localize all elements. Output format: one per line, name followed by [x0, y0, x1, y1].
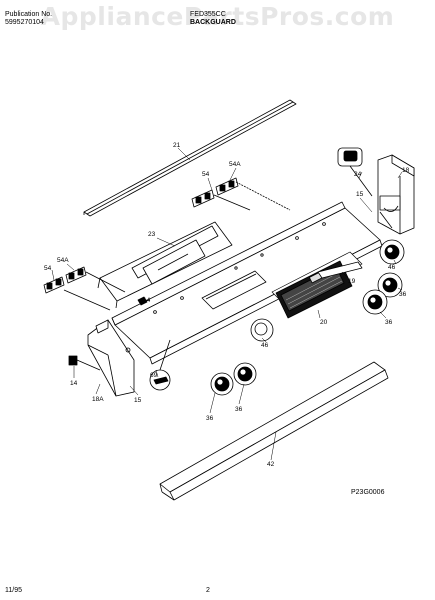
label-24: 24: [354, 171, 362, 178]
label-19: 19: [348, 278, 356, 285]
section-title: BACKGUARD: [190, 19, 236, 26]
label-15-right: 15: [356, 191, 364, 198]
knob-36-right-top: [377, 272, 403, 298]
label-36-right: 36: [385, 319, 393, 326]
label-18a: 18A: [92, 396, 104, 403]
part-54-top-connectors: [191, 177, 291, 211]
part-21-trim-strip: [83, 99, 297, 217]
label-42: 42: [267, 461, 275, 468]
leader-lines: [51, 147, 403, 461]
part-19-overlay: [317, 261, 363, 279]
label-54a-top: 54A: [229, 161, 241, 168]
knob-36-bottom-right: [233, 362, 257, 386]
part-69-clip: [149, 339, 171, 391]
label-23: 23: [148, 231, 156, 238]
label-20: 20: [320, 319, 328, 326]
knob-46-right: [379, 239, 405, 265]
publication-label: Publication No.: [5, 11, 53, 18]
label-36-bottom-right: 36: [235, 406, 243, 413]
label-69: 69: [150, 372, 158, 379]
label-14-center: 14: [143, 297, 151, 304]
part-24-switch: [337, 147, 373, 197]
label-54-top: 54: [202, 171, 210, 178]
part-14-center-screw: [137, 296, 148, 306]
part-42-trim: [159, 361, 389, 501]
footer-date: 11/95: [5, 587, 22, 594]
part-54-left-connectors: [43, 266, 126, 311]
label-21: 21: [173, 142, 181, 149]
label-15-left: 15: [134, 397, 142, 404]
knob-46-center: [250, 318, 274, 342]
model-number: FED355CC: [190, 11, 226, 18]
figure-code: P23G0006: [351, 489, 385, 496]
label-46-right: 46: [388, 264, 396, 271]
part-23-bracket: [97, 221, 233, 309]
label-18: 18: [402, 167, 410, 174]
label-14-left: 14: [70, 380, 78, 387]
label-36-bottom-left: 36: [206, 415, 214, 422]
part-18a-end-bracket: [87, 319, 135, 397]
label-36-right-top: 36: [399, 291, 407, 298]
label-54-left: 54: [44, 265, 52, 272]
knob-36-right: [362, 289, 388, 315]
page-number: 2: [206, 587, 210, 594]
part-18-end-bracket: [377, 154, 415, 235]
watermark-text: AppliancePartsPros.com: [40, 2, 395, 31]
label-46-center: 46: [261, 342, 269, 349]
knob-36-bottom-left: [210, 372, 234, 396]
label-54a-left: 54A: [57, 257, 69, 264]
part-14-left-screw: [68, 355, 101, 371]
publication-number: 5995270104: [5, 19, 44, 26]
